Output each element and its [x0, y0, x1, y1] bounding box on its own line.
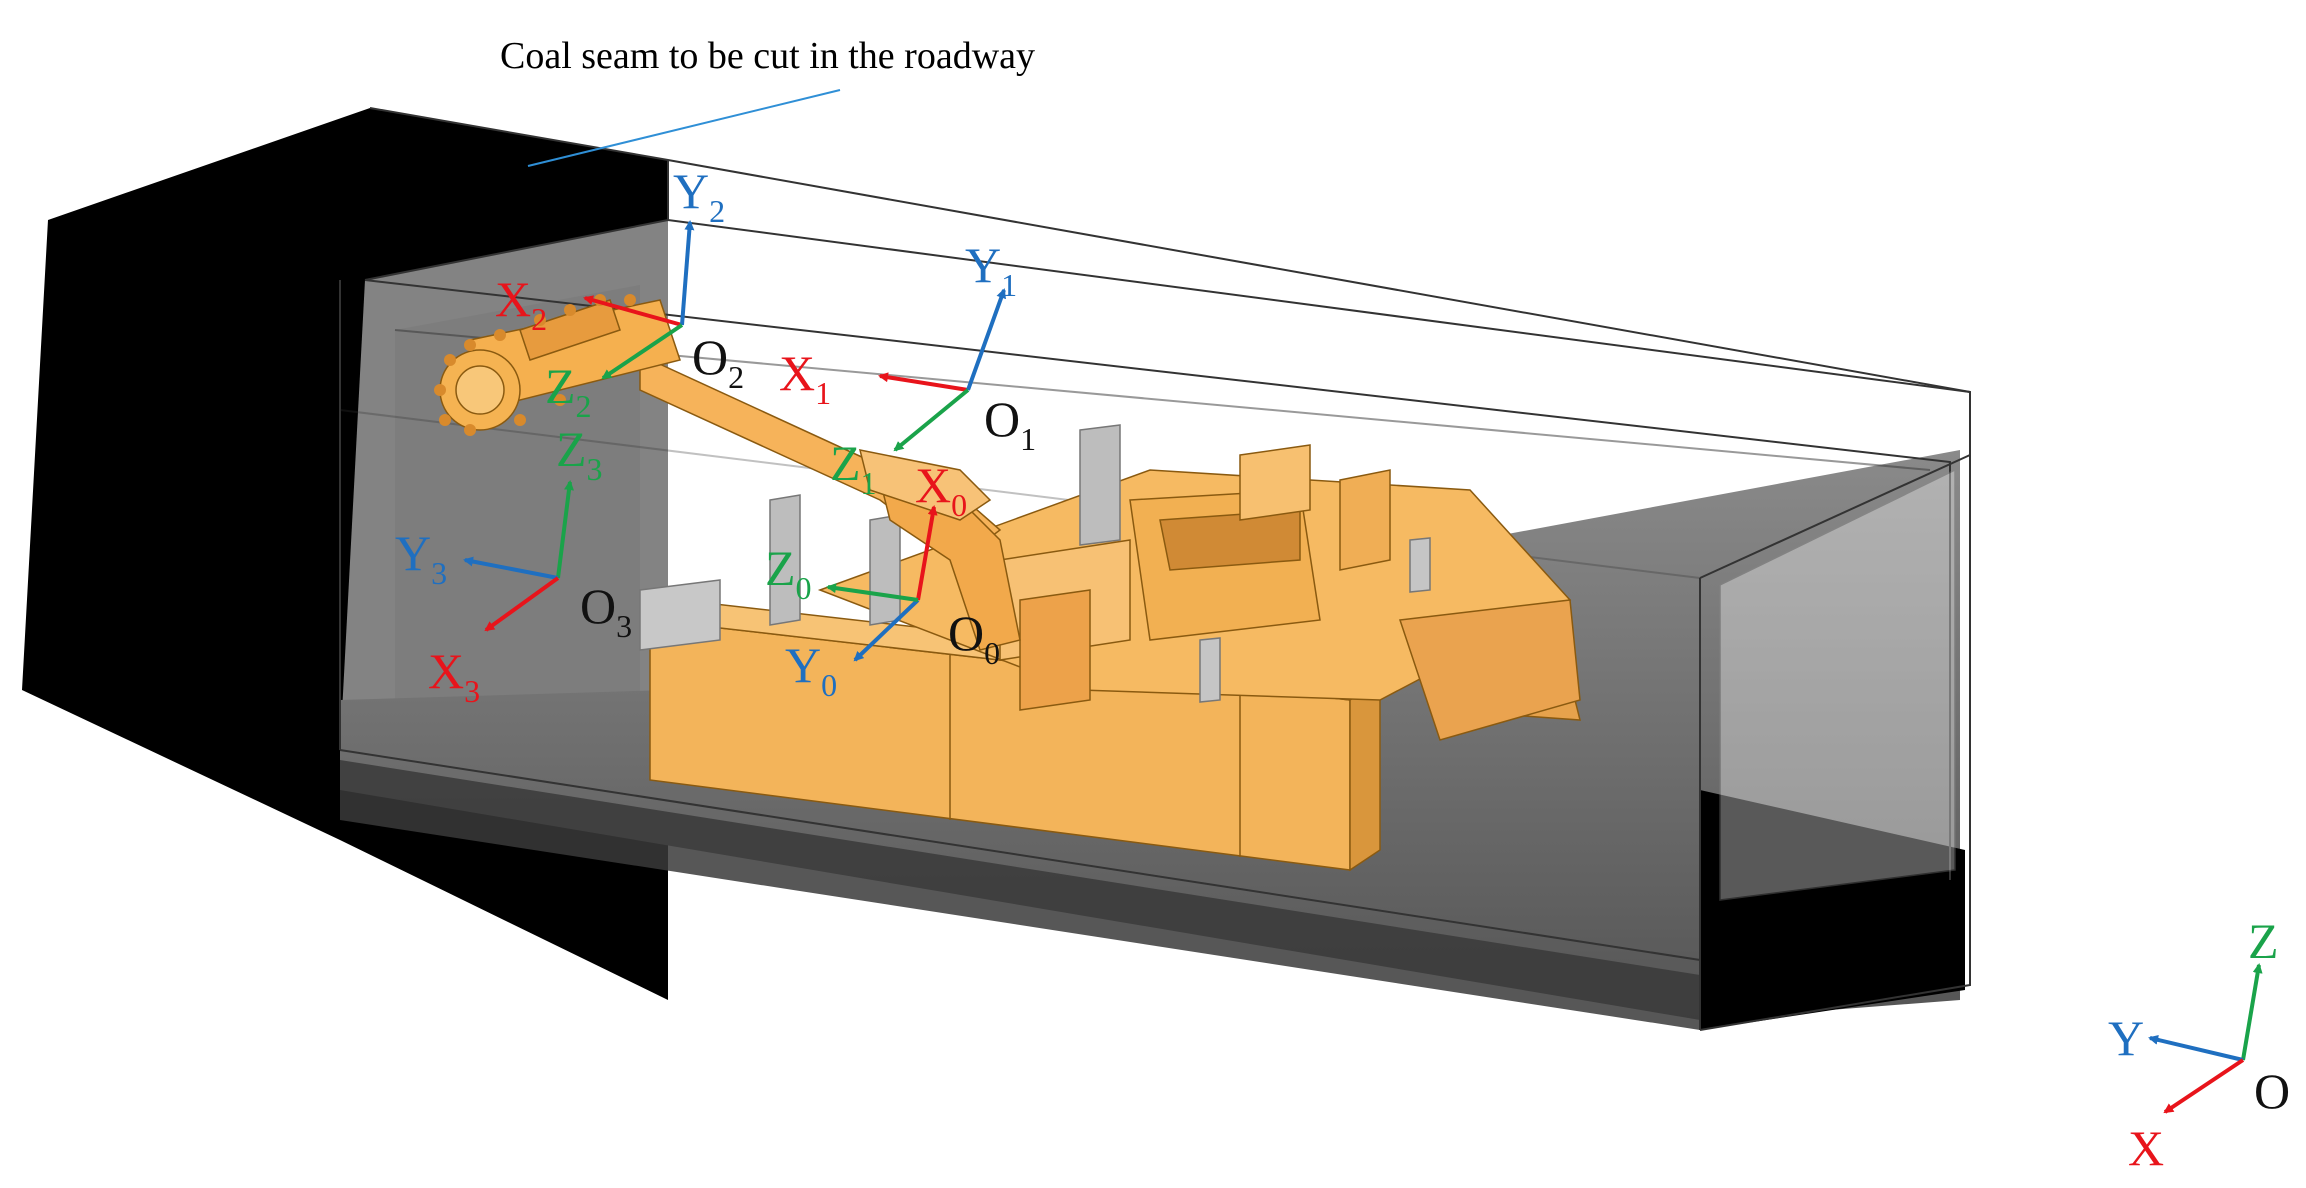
svg-text:X0: X0 — [915, 457, 967, 523]
frame-0: X0 Y0 Z0 O0 — [765, 457, 1000, 703]
frame-2-y-axis — [680, 220, 695, 326]
svg-text:O2: O2 — [692, 329, 744, 395]
caption-label: Coal seam to be cut in the roadway — [500, 35, 1035, 77]
frame-3-y-label: Y — [395, 525, 431, 581]
frame-2-y-label: Y — [673, 163, 709, 219]
frame-2-z-label: Z — [545, 358, 576, 414]
frame-2-y-sub: 2 — [709, 193, 725, 229]
frame-0-x-label: X — [915, 457, 951, 513]
frame-1-x-label: X — [779, 345, 815, 401]
frame-2-x-label: X — [495, 271, 531, 327]
svg-text:X2: X2 — [495, 271, 547, 337]
svg-text:Z2: Z2 — [545, 358, 592, 424]
svg-text:Z1: Z1 — [830, 435, 877, 501]
frame-1-x-sub: 1 — [815, 375, 831, 411]
svg-text:X3: X3 — [428, 643, 480, 709]
svg-text:O1: O1 — [984, 391, 1036, 457]
frame-1-y-sub: 1 — [1001, 267, 1017, 303]
frame-1-z-sub: 1 — [861, 465, 877, 501]
frame-0-z-axis — [826, 583, 919, 602]
global-z-axis — [2241, 963, 2263, 1061]
frame-2: X2 Y2 Z2 O2 — [495, 163, 744, 424]
frame-3-origin-sub: 3 — [616, 608, 632, 644]
frame-1-origin-label: O — [984, 391, 1020, 447]
frame-2-origin-label: O — [692, 329, 728, 385]
svg-text:Y0: Y0 — [785, 637, 837, 703]
frame-1-x-axis — [878, 372, 969, 392]
svg-text:X1: X1 — [779, 345, 831, 411]
frame-3-x-sub: 3 — [464, 673, 480, 709]
frame-0-y-sub: 0 — [821, 667, 837, 703]
frame-3: Z3 Y3 X3 O3 — [395, 421, 632, 709]
cutting-head-picks — [434, 294, 636, 436]
roadheader-machine — [439, 299, 1581, 872]
svg-text:Y2: Y2 — [673, 163, 725, 229]
frame-1-y-label: Y — [965, 237, 1001, 293]
global-z-label: Z — [2248, 913, 2279, 969]
frame-2-origin-sub: 2 — [728, 359, 744, 395]
frame-1-z-label: Z — [830, 435, 861, 491]
frame-3-y-axis — [463, 556, 559, 580]
frame-3-origin-label: O — [580, 578, 616, 634]
frame-1-origin-sub: 1 — [1020, 421, 1036, 457]
frame-3-x-label: X — [428, 643, 464, 699]
global-frame: Z Y X O — [2108, 913, 2290, 1176]
frame-0-y-axis — [853, 598, 920, 662]
frame-0-z-label: Z — [765, 540, 796, 596]
frame-0-z-sub: 0 — [796, 570, 812, 606]
svg-text:O0: O0 — [948, 605, 1000, 671]
frame-2-z-axis — [601, 323, 684, 380]
global-y-axis — [2148, 1034, 2244, 1062]
frame-2-x-sub: 2 — [531, 301, 547, 337]
frame-1-y-axis — [966, 288, 1006, 391]
frame-3-x-axis — [484, 576, 560, 632]
frame-0-x-sub: 0 — [951, 487, 967, 523]
frame-0-origin-label: O — [948, 605, 984, 661]
global-origin-label: O — [2254, 1063, 2290, 1119]
global-x-label: X — [2128, 1120, 2164, 1176]
frame-3-z-sub: 3 — [587, 451, 603, 487]
caption-leader-line — [527, 89, 841, 167]
global-y-label: Y — [2108, 1010, 2144, 1066]
global-x-axis — [2163, 1058, 2245, 1114]
frame-2-x-axis — [583, 295, 683, 327]
svg-text:O3: O3 — [580, 578, 632, 644]
frame-3-y-sub: 3 — [431, 555, 447, 591]
frame-2-z-sub: 2 — [576, 388, 592, 424]
svg-text:Y1: Y1 — [965, 237, 1017, 303]
frame-3-z-label: Z — [556, 421, 587, 477]
frame-3-z-axis — [556, 480, 574, 579]
frame-0-x-axis — [916, 505, 938, 601]
frame-0-origin-sub: 0 — [984, 635, 1000, 671]
svg-text:Y3: Y3 — [395, 525, 447, 591]
frame-1: X1 Y1 Z1 O1 — [779, 237, 1036, 501]
svg-text:Z0: Z0 — [765, 540, 812, 606]
frame-0-y-label: Y — [785, 637, 821, 693]
svg-text:Z3: Z3 — [556, 421, 603, 487]
frame-1-z-axis — [893, 388, 970, 452]
